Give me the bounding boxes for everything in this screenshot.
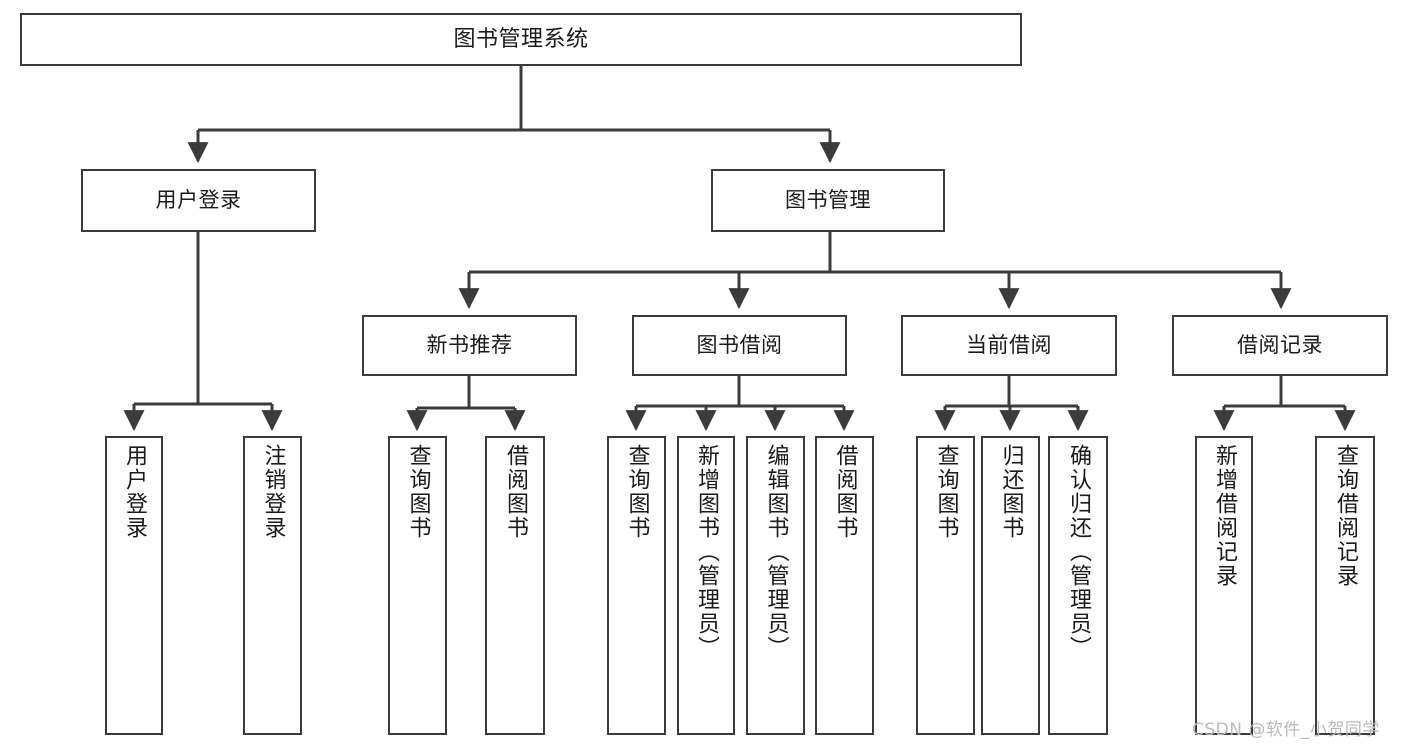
node-leaf-query-book-3-label: 查询图书 — [933, 444, 959, 540]
node-leaf-borrow-book-1[interactable]: 借阅图书 — [485, 436, 545, 735]
node-leaf-return-book-label: 归还图书 — [998, 444, 1024, 540]
node-leaf-query-book-1-label: 查询图书 — [405, 444, 431, 540]
node-leaf-borrow-book-2[interactable]: 借阅图书 — [815, 436, 874, 735]
node-leaf-user-login-label: 用户登录 — [122, 444, 147, 540]
node-leaf-query-book-2[interactable]: 查询图书 — [607, 436, 666, 735]
node-user-login-label: 用户登录 — [155, 188, 242, 213]
node-leaf-add-book[interactable]: 新增图书（管理员） — [677, 436, 735, 735]
node-leaf-edit-book-label: 编辑图书（管理员） — [763, 444, 789, 660]
node-root[interactable]: 图书管理系统 — [20, 13, 1022, 66]
node-borrow-record[interactable]: 借阅记录 — [1172, 315, 1388, 376]
node-leaf-add-record[interactable]: 新增借阅记录 — [1195, 436, 1253, 735]
node-leaf-add-book-label: 新增图书（管理员） — [694, 444, 719, 660]
node-book-manage[interactable]: 图书管理 — [711, 169, 945, 232]
node-leaf-user-login[interactable]: 用户登录 — [105, 436, 163, 735]
node-leaf-user-logout-label: 注销登录 — [260, 444, 286, 540]
node-leaf-query-book-2-label: 查询图书 — [624, 444, 650, 540]
node-new-book-rec[interactable]: 新书推荐 — [362, 315, 577, 376]
node-book-borrow-label: 图书借阅 — [696, 333, 783, 358]
node-leaf-query-book-3[interactable]: 查询图书 — [916, 436, 975, 735]
node-current-borrow[interactable]: 当前借阅 — [901, 315, 1117, 376]
node-current-borrow-label: 当前借阅 — [966, 333, 1052, 358]
node-leaf-confirm-return-label: 确认归还（管理员） — [1066, 444, 1091, 660]
node-leaf-query-record-label: 查询借阅记录 — [1333, 444, 1358, 588]
node-new-book-rec-label: 新书推荐 — [426, 333, 513, 358]
node-leaf-edit-book[interactable]: 编辑图书（管理员） — [746, 436, 805, 735]
node-book-manage-label: 图书管理 — [785, 188, 871, 213]
node-leaf-borrow-book-2-label: 借阅图书 — [832, 444, 858, 540]
node-root-label: 图书管理系统 — [453, 26, 589, 52]
node-leaf-return-book[interactable]: 归还图书 — [981, 436, 1040, 735]
node-book-borrow[interactable]: 图书借阅 — [632, 315, 847, 376]
node-user-login[interactable]: 用户登录 — [81, 169, 316, 232]
watermark: CSDN @软件_小贺同学 — [1192, 720, 1380, 740]
node-leaf-query-book-1[interactable]: 查询图书 — [388, 436, 447, 735]
node-borrow-record-label: 借阅记录 — [1237, 333, 1323, 358]
node-leaf-user-logout[interactable]: 注销登录 — [243, 436, 302, 735]
node-leaf-add-record-label: 新增借阅记录 — [1212, 444, 1237, 588]
node-leaf-borrow-book-1-label: 借阅图书 — [503, 444, 528, 540]
node-leaf-confirm-return[interactable]: 确认归还（管理员） — [1048, 436, 1108, 735]
node-leaf-query-record[interactable]: 查询借阅记录 — [1315, 436, 1375, 735]
